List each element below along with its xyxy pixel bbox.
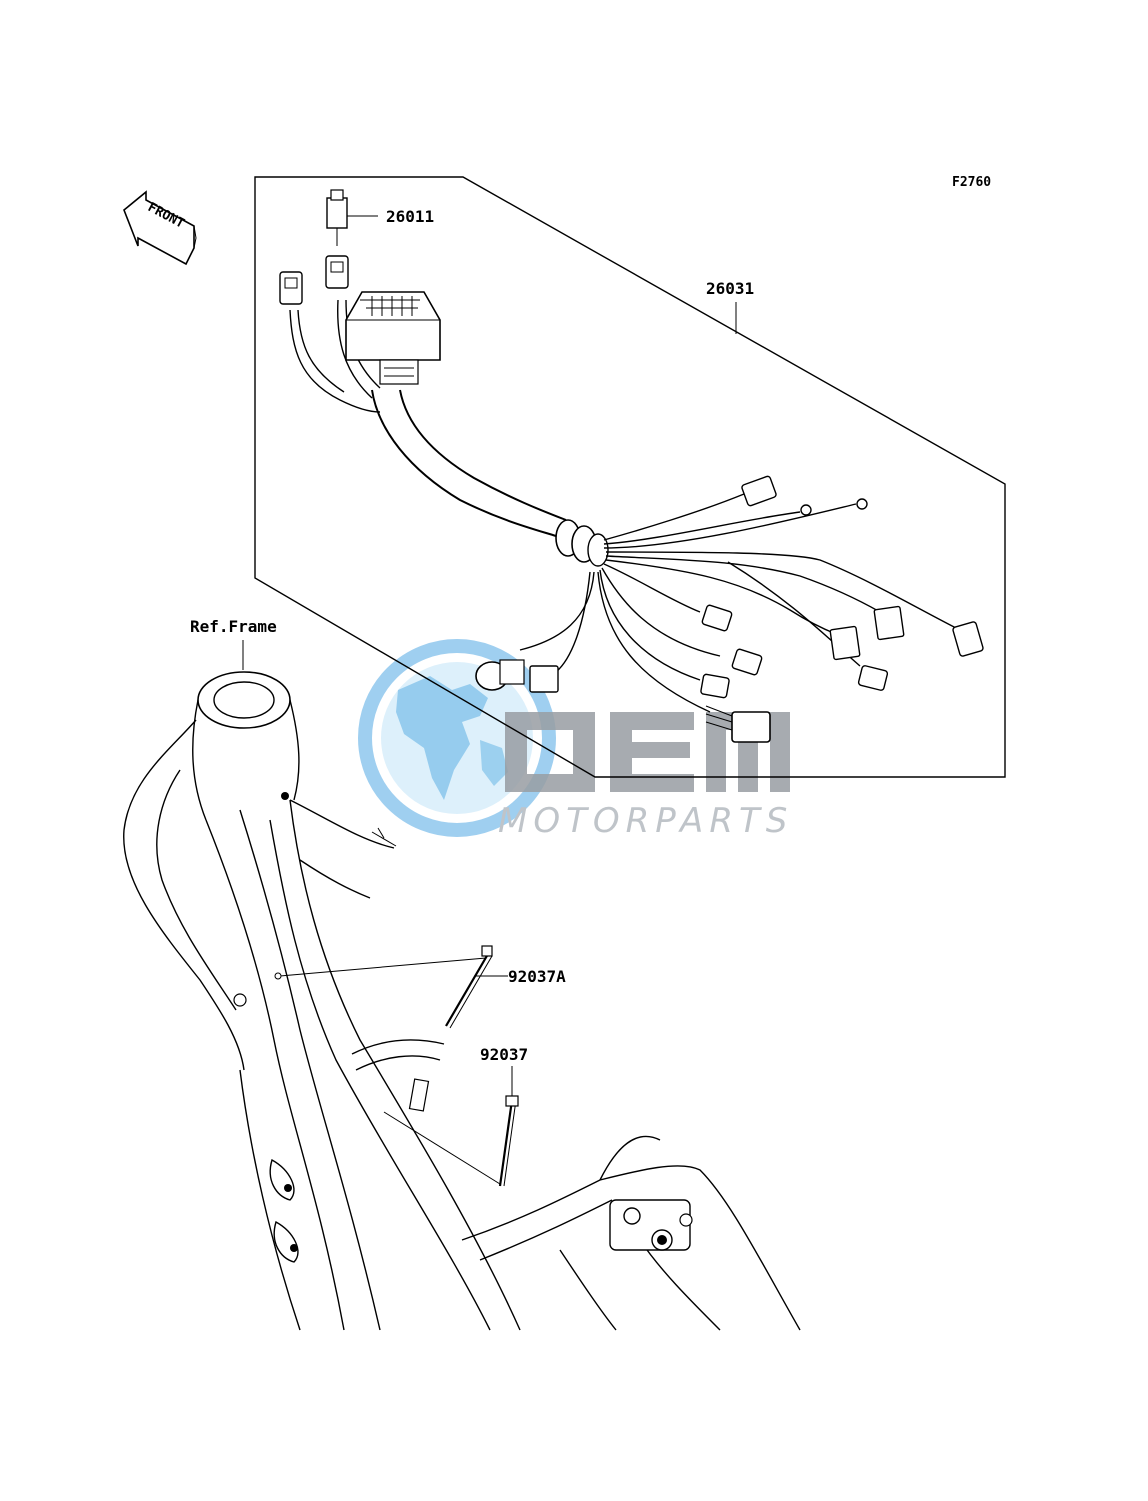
ring-terminal-1	[800, 504, 812, 516]
watermark: MOTORPARTS	[358, 639, 793, 841]
connector-left-1	[279, 271, 303, 305]
part-label-92037a: 92037A	[508, 967, 566, 986]
connector-left-bottom-1	[475, 659, 525, 691]
oem-logo	[505, 712, 790, 792]
wire-harness-26031	[279, 255, 984, 743]
ref-frame-label: Ref.Frame	[190, 617, 277, 636]
connector-mid-2	[731, 648, 763, 676]
harness-junction	[555, 519, 609, 567]
globe-icon	[358, 639, 556, 837]
front-arrow-icon: FRONT	[123, 190, 197, 266]
motorcycle-frame	[123, 671, 801, 1331]
part-label-26011: 26011	[386, 207, 434, 226]
connector-mid-4	[857, 665, 889, 691]
watermark-tagline: MOTORPARTS	[498, 801, 793, 841]
connector-right-3	[952, 621, 984, 657]
connector-right-2	[829, 625, 861, 661]
part-label-26031: 26031	[706, 279, 754, 298]
harness-box	[254, 176, 1006, 778]
connector-26011	[326, 189, 378, 246]
ring-terminal-2	[856, 498, 868, 510]
part-label-92037: 92037	[480, 1045, 528, 1064]
ecu-connector	[345, 291, 441, 385]
connector-mid-3	[700, 673, 730, 699]
connector-large-bottom	[705, 705, 771, 743]
band-92037a	[274, 945, 508, 1029]
connector-top	[741, 475, 777, 507]
band-92037	[383, 1066, 519, 1187]
figure-code: F2760	[952, 175, 991, 190]
connector-mid-1	[701, 604, 733, 632]
connector-left-bottom-2	[529, 665, 559, 693]
connector-right-1	[873, 605, 905, 641]
connector-left-2	[325, 255, 349, 289]
